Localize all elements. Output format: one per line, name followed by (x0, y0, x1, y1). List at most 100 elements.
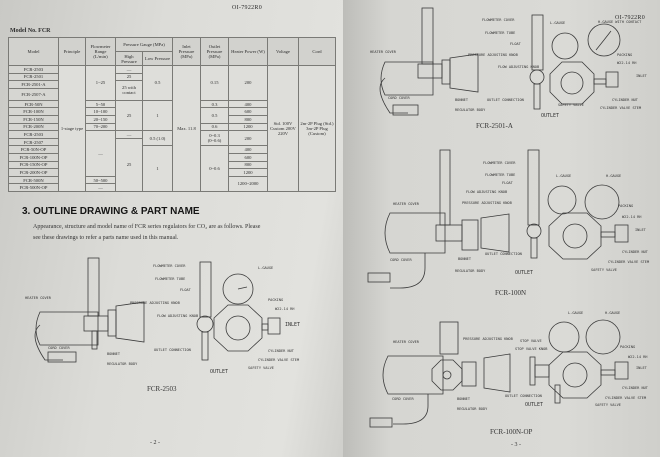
gauge-needle (237, 286, 248, 290)
part-label: FLOAT (502, 181, 513, 185)
part-label: CORD COVER (388, 96, 410, 100)
part-label: H-GAUGE (605, 311, 621, 315)
table-cell: — (85, 183, 116, 192)
pressure-knob (115, 301, 145, 343)
table-cell: 1200~2000 (228, 175, 268, 192)
table-cell: 0.5 (1.0) (142, 130, 173, 147)
part-label: CORD COVER (48, 346, 70, 350)
bonnet (107, 309, 117, 337)
part-label: FLOW ADJUSTING KNOB (157, 314, 199, 318)
part-label: CYLINDER NUT (612, 98, 638, 102)
table-cell: 200 (228, 130, 268, 147)
part-label: HEATER COVER (393, 340, 419, 344)
table-cell: 0~0.6 (200, 145, 229, 192)
cord-plug (47, 351, 77, 363)
part-label: HEATER COVER (25, 296, 51, 300)
inlet-pipe (261, 323, 269, 331)
part-label: REGULATOR BODY (455, 108, 486, 112)
part-label: PACKING (268, 298, 284, 302)
section-heading: 3. OUTLINE DRAWING & PART NAME (22, 206, 200, 217)
part-label: CYLINDER NUT (622, 386, 648, 390)
part-label: FLOWMETER COVER (482, 18, 515, 22)
l-gauge (222, 273, 254, 305)
part-label: PRESSURE ADJUSTING KNOB (463, 337, 513, 341)
part-label: FLOWMETER TUBE (485, 31, 516, 35)
part-label: L-GAUGE (550, 21, 566, 25)
header-voltage: Voltage (267, 37, 299, 66)
part-label: FLOAT (510, 42, 521, 46)
table-row: FCR-500N-OP — (8, 183, 336, 192)
drawing-fcr-100n-op (369, 319, 629, 428)
part-label: OUTLET (541, 113, 560, 119)
regulator-body (213, 304, 263, 352)
part-label: H-GAUGE WITH CONTACT (598, 20, 642, 24)
table-cell: 1~25 (85, 65, 116, 101)
part-label: CORD COVER (390, 258, 412, 262)
table-cell: 0.5 (200, 107, 229, 124)
drawing-caption: FCR-2503 (147, 385, 177, 393)
part-label: PACKING (620, 345, 636, 349)
drawing-caption: FCR-100N-OP (490, 428, 533, 436)
part-label: SAFETY VALVE (248, 366, 274, 370)
drawing-caption: FCR-2501-A (476, 122, 513, 130)
part-label: CYLINDER NUT (622, 250, 648, 254)
part-label: PRESSURE ADJUSTING KNOB (468, 53, 518, 57)
regulator-body (83, 315, 109, 332)
part-label: OUTLET (515, 270, 534, 276)
part-label: FLOWMETER COVER (483, 161, 516, 165)
part-label: FLOW ADJUSTING KNOB (498, 65, 540, 69)
model-cell: FCR-2507-A (8, 87, 59, 101)
power-cord (34, 324, 63, 361)
part-label: L-GAUGE (568, 311, 584, 315)
table-cell: 0.5 (142, 65, 173, 101)
model-cell: FCR-500N-OP (8, 183, 59, 192)
document-id: OI-7922R0 (232, 5, 263, 11)
header-principle: Principle (58, 37, 86, 66)
part-label: CYLINDER VALVE STEM (605, 396, 647, 400)
part-label: INLET (636, 366, 647, 370)
part-label: STOP VALVE KNOB (515, 347, 548, 351)
table-cell: Std. 100V Custom 200V 220V (267, 65, 299, 192)
part-label: FLOWMETER TUBE (485, 173, 516, 177)
drawing-fcr-2503 (34, 257, 281, 363)
header-heater: Heater Power (W) (228, 37, 268, 66)
right-page: OI-7922R0 - 3 - (343, 0, 660, 457)
part-label: OUTLET (210, 369, 229, 375)
part-label: CYLINDER VALVE STEM (258, 358, 300, 362)
page-number: - 2 - (150, 440, 160, 446)
drawing-fcr-100n (367, 149, 629, 289)
part-label: BONNET (458, 257, 471, 261)
drawing-caption: FCR-100N (495, 289, 527, 297)
part-label: FLOW ADJUSTING KNOB (466, 190, 508, 194)
heater-body (35, 311, 99, 346)
intro-paragraph-line2: see these drawings to refer a parts name… (33, 235, 179, 241)
table-cell: 1 (142, 99, 173, 132)
part-label: BONNET (455, 98, 468, 102)
regulator-badge (225, 315, 251, 341)
part-label: FLOWMETER COVER (153, 264, 186, 268)
part-label: OUTLET (525, 402, 544, 408)
table-row: FCR-2503——0.5 (1.0)0~0.3 (0~0.6)200 (8, 130, 336, 177)
part-label: SAFETY VALVE (558, 103, 584, 107)
drawing-fcr-2501-a (379, 7, 621, 116)
outlet-connection (201, 331, 209, 361)
part-label: PRESSURE ADJUSTING KNOB (462, 201, 512, 205)
outlet-nipple (91, 330, 98, 350)
part-label: FLOWMETER TUBE (155, 277, 186, 281)
header-flowmeter: Flowmeter Range (L/min) (85, 37, 116, 66)
part-label: REGULATOR BODY (107, 362, 138, 366)
part-label: CYLINDER VALVE STEM (608, 260, 650, 264)
part-label: W22-14 RH (617, 61, 637, 65)
header-high-pressure: High Pressure (115, 51, 143, 66)
part-label: PRESSURE ADJUSTING KNOB (130, 301, 180, 305)
part-label: BONNET (457, 397, 470, 401)
part-label: REGULATOR BODY (455, 269, 486, 273)
header-pressure-gauge: Pressure Gauge (MPa) (115, 37, 173, 52)
table-cell: 1 (142, 145, 173, 192)
